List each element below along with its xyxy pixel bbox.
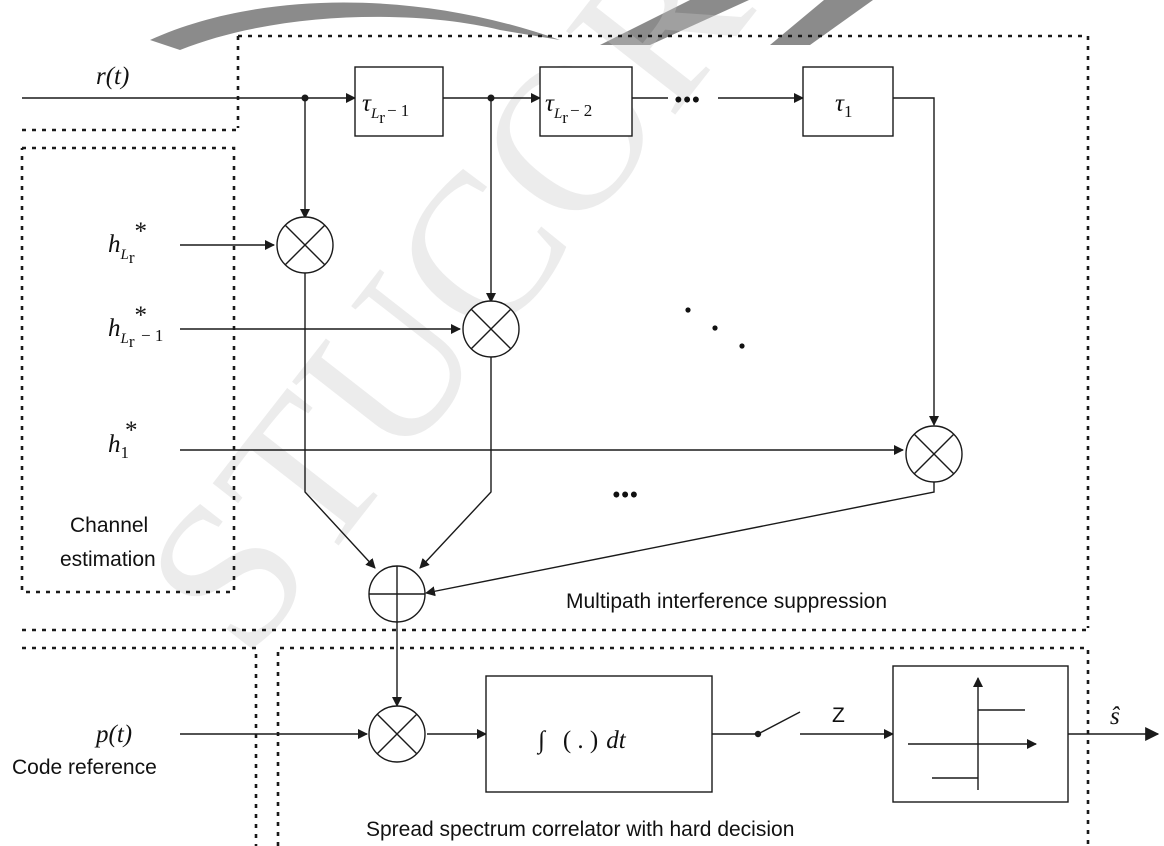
output-label: ŝ (1110, 703, 1120, 730)
multiplier-1 (276, 216, 334, 274)
coefficient-label-1: h1* (108, 417, 138, 462)
multipath-region-border (238, 34, 1090, 628)
correlator-multiplier (368, 705, 426, 763)
delay-box-1 (802, 66, 894, 137)
integrator-expression: ∫( . )dt (536, 727, 627, 755)
correlator-region-border (276, 646, 1090, 846)
code-reference-label: Code reference (12, 756, 157, 779)
coefficient-lines (180, 240, 904, 455)
code-reference-border (22, 646, 258, 846)
channel-estimation-border (20, 146, 236, 594)
delay-label-lr-minus-1: τLr− 1 (362, 90, 409, 127)
delay-chain-ellipsis: ••• (674, 87, 700, 114)
delay-box-lr-minus-1 (354, 66, 444, 137)
correlator-wires (180, 622, 1160, 741)
region-borders (20, 34, 1090, 846)
code-reference-signal: p(t) (94, 721, 132, 748)
coefficient-label-lr-minus-1: hLr*− 1 (108, 302, 163, 351)
tap-lines (300, 98, 496, 303)
delay-box-lr-minus-2 (539, 66, 633, 137)
delay-label-1: τ1 (835, 90, 852, 121)
decision-box (892, 665, 1069, 803)
summer (368, 565, 426, 623)
summer-inputs (304, 273, 935, 597)
decision-function-icon (908, 677, 1037, 790)
switch-output-label: Z (832, 704, 845, 727)
channel-estimation-label-line2: estimation (60, 548, 156, 571)
diagonal-ellipsis (685, 307, 745, 349)
summer-ellipsis: ••• (612, 482, 638, 509)
multiplier-3 (905, 425, 963, 483)
multipath-region-label: Multipath interference suppression (566, 590, 887, 613)
sampling-switch (757, 711, 801, 735)
delay-label-lr-minus-2: τLr− 2 (545, 90, 592, 127)
correlator-label: Spread spectrum correlator with hard dec… (366, 818, 794, 841)
input-signal-label: r(t) (96, 63, 129, 90)
coefficient-label-lr: hLr* (108, 218, 147, 267)
channel-estimation-label-line1: Channel (70, 514, 148, 537)
integrator-box (485, 675, 713, 793)
multiplier-2 (462, 300, 520, 358)
